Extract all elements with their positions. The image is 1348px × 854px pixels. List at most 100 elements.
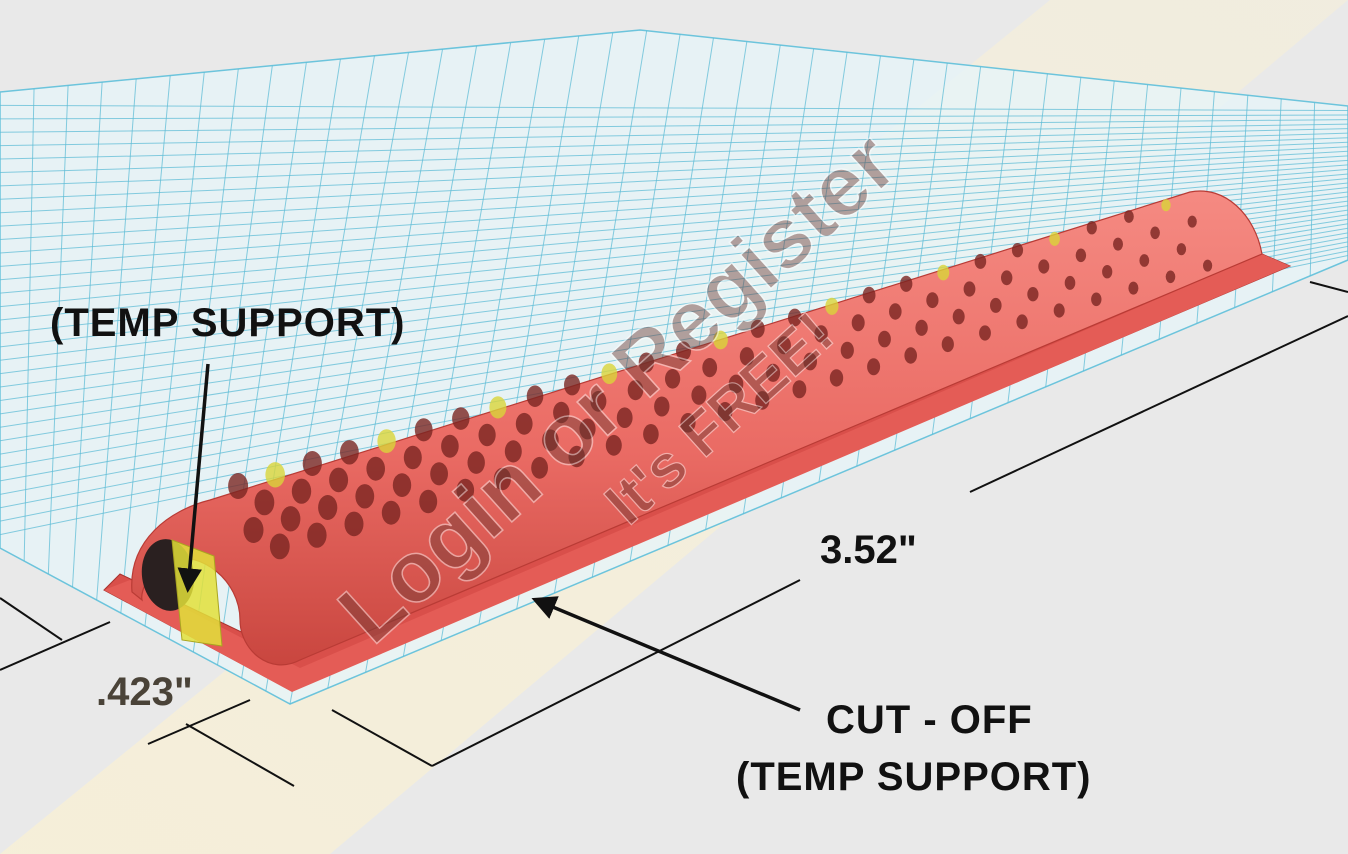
perforation-hole	[504, 440, 522, 463]
perforation-hole	[941, 336, 954, 353]
perforation-hole	[755, 391, 770, 410]
perforation-hole	[381, 500, 401, 525]
perforation-hole	[717, 402, 733, 422]
perforation-hole	[643, 424, 659, 445]
perforation-hole	[366, 456, 386, 481]
perforation-hole	[963, 281, 976, 297]
perforation-hole	[355, 484, 375, 509]
perforation-hole	[750, 319, 765, 338]
perforation-hole	[254, 489, 275, 516]
grid-line	[47, 85, 69, 575]
perforation-hole	[340, 440, 359, 465]
perforation-hole	[1086, 221, 1097, 235]
perforation-hole	[979, 325, 991, 341]
perforation-hole	[915, 319, 928, 336]
perforation-hole	[900, 275, 913, 292]
perforation-hole	[243, 517, 264, 543]
grid-line	[0, 141, 1348, 200]
perforation-hole	[601, 363, 618, 385]
grid-line	[1309, 102, 1316, 276]
perforation-hole	[493, 467, 511, 491]
perforation-hole	[702, 358, 718, 378]
perforation-hole	[1011, 243, 1024, 258]
perforation-hole	[654, 396, 670, 417]
arrow-down-icon	[177, 363, 210, 593]
perforation-hole	[862, 286, 876, 304]
grid-line	[72, 82, 103, 588]
perforation-hole	[728, 374, 744, 394]
perforation-hole	[676, 341, 691, 361]
perforation-hole	[739, 347, 755, 366]
perforation-hole	[1075, 248, 1087, 263]
temp-support-part	[171, 539, 223, 647]
grid-line	[0, 168, 1348, 281]
grid-line	[0, 128, 1348, 160]
perforation-hole	[1176, 243, 1187, 256]
perforation-hole	[990, 297, 1002, 313]
part-base-flange-top	[104, 254, 1290, 692]
perforation-hole	[430, 462, 448, 486]
perforation-hole	[952, 308, 965, 325]
label-cutoff: CUT - OFF	[826, 698, 1033, 742]
grid-line	[0, 164, 1348, 267]
grid-line	[0, 177, 1348, 308]
perforation-hole	[564, 374, 581, 396]
perforation-hole	[1187, 215, 1197, 228]
perforation-hole	[302, 451, 322, 476]
grid-line	[0, 104, 1348, 112]
grid-line	[0, 132, 1348, 173]
perforation-hole	[691, 385, 707, 405]
perforation-hole	[568, 445, 585, 468]
label-dimension-width: .423"	[96, 670, 193, 714]
perforation-hole	[766, 363, 781, 382]
grid-line	[0, 150, 1348, 227]
perforation-hole	[377, 429, 396, 453]
perforation-hole	[392, 473, 412, 497]
perforation-hole	[456, 478, 475, 502]
perforation-hole	[713, 330, 728, 350]
perforation-hole	[269, 533, 290, 560]
perforation-hole	[515, 412, 533, 435]
perforation-hole	[814, 325, 828, 343]
perforation-hole	[1128, 281, 1139, 295]
perforation-hole	[553, 401, 570, 424]
perforation-hole	[616, 407, 633, 429]
perforation-hole	[840, 341, 854, 359]
perforation-hole	[867, 358, 881, 376]
grid-line	[0, 173, 1348, 294]
perforation-hole	[1165, 270, 1176, 284]
perforation-hole	[605, 434, 622, 456]
perforation-hole	[937, 264, 950, 281]
grid-line	[0, 146, 1348, 214]
perforation-hole	[1053, 303, 1065, 318]
perforation-hole	[829, 369, 844, 387]
perforation-hole	[851, 314, 865, 332]
perforation-hole	[788, 308, 802, 327]
perforation-hole	[1150, 226, 1160, 240]
grid-line	[0, 123, 1348, 147]
perforation-hole	[1001, 270, 1013, 286]
perforation-hole	[1102, 265, 1113, 279]
perforation-hole	[419, 489, 438, 514]
perforation-hole	[627, 380, 644, 401]
perforation-hole	[1203, 259, 1213, 272]
perforation-hole	[478, 423, 496, 447]
grid-line	[96, 78, 137, 601]
perforation-hole	[974, 253, 987, 269]
grid-line	[0, 114, 1348, 120]
perforation-hole	[904, 347, 917, 364]
arrow-left-icon	[531, 596, 801, 712]
perforation-hole	[792, 380, 807, 399]
perforation-hole	[1113, 237, 1123, 251]
perforation-hole	[1027, 287, 1039, 302]
label-dimension-length: 3.52"	[820, 528, 917, 572]
grid-line	[120, 75, 171, 614]
perforation-hole	[1139, 254, 1150, 267]
perforation-hole	[1091, 292, 1102, 307]
perforation-hole	[926, 292, 939, 309]
dimension-lines	[0, 281, 1348, 787]
perforation-hole	[825, 297, 839, 315]
perforation-hole	[489, 396, 507, 419]
perforation-hole	[344, 511, 364, 537]
